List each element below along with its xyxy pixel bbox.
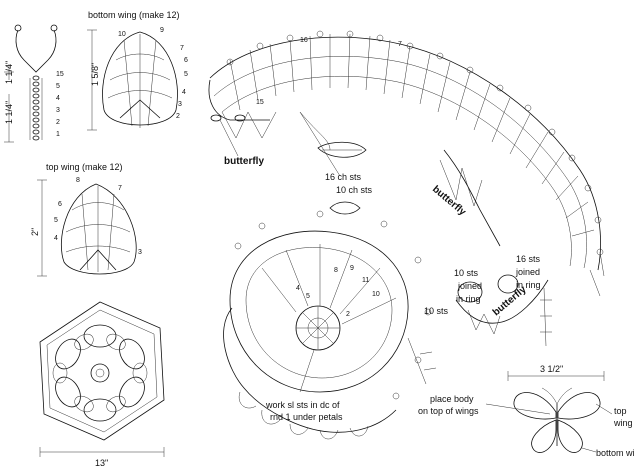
assembly-bottom-wing-left [531, 419, 557, 453]
medallion-round-2: 2 [346, 311, 350, 318]
ch10-label: 10 ch sts [336, 185, 373, 195]
body-oval-top [317, 141, 367, 158]
medallion-round-11: 11 [362, 277, 369, 284]
tw-round-4: 4 [54, 235, 58, 242]
assembly-bottom-wing-right [557, 419, 583, 453]
tw-round-5: 5 [54, 217, 58, 224]
antenna-tip-right [50, 24, 58, 32]
assembly-butterfly: 3 1/2" place body on top of wings top wi… [418, 364, 635, 458]
assembly-wing-label: wing [613, 418, 633, 428]
assembly-top-wing-left [513, 392, 557, 420]
ring-16sts-label: 16 sts [516, 254, 541, 264]
antenna-tip-left [14, 24, 22, 32]
doily-center-flower [90, 363, 110, 383]
ring-10sts [457, 281, 483, 303]
medallion-picots [234, 210, 432, 400]
lower-scallop-edge [223, 307, 397, 433]
body-oval-bottom [329, 201, 361, 215]
body-round-4: 4 [56, 95, 60, 102]
bottom-wing-title: bottom wing (make 12) [88, 10, 180, 20]
rim-picots [226, 30, 604, 256]
place-body-line1: place body [430, 394, 474, 404]
top-wing-fan [79, 249, 117, 271]
doily-butterfly-ring [52, 324, 148, 422]
ring-joined-label-a: joined [457, 281, 482, 291]
left-wing-dot [210, 114, 222, 122]
assembly-width-dim: 3 1/2" [540, 364, 563, 374]
body-round-1: 1 [56, 131, 60, 138]
outer-scallop-edge [209, 36, 601, 271]
ring-in-ring-label-b: in ring [516, 280, 541, 290]
top-round-7: 7 [398, 41, 402, 48]
bw-round-6: 6 [184, 57, 188, 64]
top-round-16: 16 [300, 37, 308, 44]
doily-width-dim: 13" [95, 458, 108, 468]
tw-round-6: 6 [58, 201, 62, 208]
work-note-line2: rnd 1 under petals [270, 412, 343, 422]
butterfly-label-center: butterfly [430, 184, 468, 218]
top-wing-title: top wing (make 12) [46, 162, 123, 172]
ring-joined-label-b: joined [515, 267, 540, 277]
butterfly-label-right: butterfly [491, 284, 529, 318]
main-round-15: 15 [256, 99, 264, 106]
ch16-label: 16 ch sts [325, 172, 362, 182]
medallion-round-10: 10 [372, 291, 380, 298]
top-wing-diagram: top wing (make 12) 2" 8 7 6 5 4 3 [30, 162, 142, 277]
tw-round-3: 3 [138, 249, 142, 256]
bw-round-5: 5 [184, 71, 188, 78]
assembly-top-label: top [614, 406, 627, 416]
assembly-bottom-label: bottom wi [596, 448, 635, 458]
main-joining-diagram: 15 16 ch sts 10 ch sts 8 9 11 10 4 5 2 [208, 30, 605, 440]
body-height-dim-lower: 1 1/4" [4, 101, 14, 124]
medallion-round-4: 4 [296, 285, 300, 292]
antenna-lines [15, 29, 57, 73]
right-butterfly-body [443, 149, 501, 247]
body-round-15: 15 [56, 71, 64, 78]
bw-round-7: 7 [180, 45, 184, 52]
bw-round-10: 10 [118, 31, 126, 38]
assembly-top-wing-right [557, 392, 601, 420]
bw-round-3: 3 [178, 101, 182, 108]
medallion-outline [229, 230, 409, 393]
bw-round-9: 9 [160, 27, 164, 34]
butterfly-body-diagram: 15 5 4 3 2 1 1 1/4" 1 1/4" [4, 24, 64, 143]
medallion-round-5: 5 [306, 293, 310, 300]
body-height-dim: 1 1/4" [4, 61, 14, 84]
bw-round-2: 2 [176, 113, 180, 120]
body-round-3: 3 [56, 107, 60, 114]
bottom-wing-fan [119, 99, 161, 119]
ring-10sts-label-b: 10 sts [424, 306, 449, 316]
doily-layout-schematic: 13" [39, 301, 165, 468]
bottom-wing-height-dim: 1 5/8" [90, 63, 100, 86]
body-chain [29, 75, 43, 141]
body-round-5: 5 [56, 83, 60, 90]
body-round-2: 2 [56, 119, 60, 126]
bw-round-4: 4 [182, 89, 186, 96]
outer-mesh [229, 33, 595, 237]
top-wing-outline [61, 183, 137, 275]
medallion-round-9: 9 [350, 265, 354, 272]
ring-in-ring-label-a: in ring [456, 294, 481, 304]
place-body-line2: on top of wings [418, 406, 479, 416]
ring-10sts-label: 10 sts [454, 268, 479, 278]
butterfly-label-left: butterfly [224, 156, 264, 167]
left-fan-edge [208, 79, 270, 121]
medallion-round-8: 8 [334, 267, 338, 274]
bottom-wing-diagram: bottom wing (make 12) 1 5/8" 7 6 5 4 3 2… [87, 10, 188, 131]
tw-round-7: 7 [118, 185, 122, 192]
top-wing-height-dim: 2" [30, 228, 40, 236]
ring-16sts [497, 274, 519, 294]
work-note-line1: work sl sts in dc of [265, 400, 340, 410]
tw-round-8: 8 [76, 177, 80, 184]
flower-medallion [229, 230, 409, 393]
doily-hexagon-outer [39, 301, 165, 441]
